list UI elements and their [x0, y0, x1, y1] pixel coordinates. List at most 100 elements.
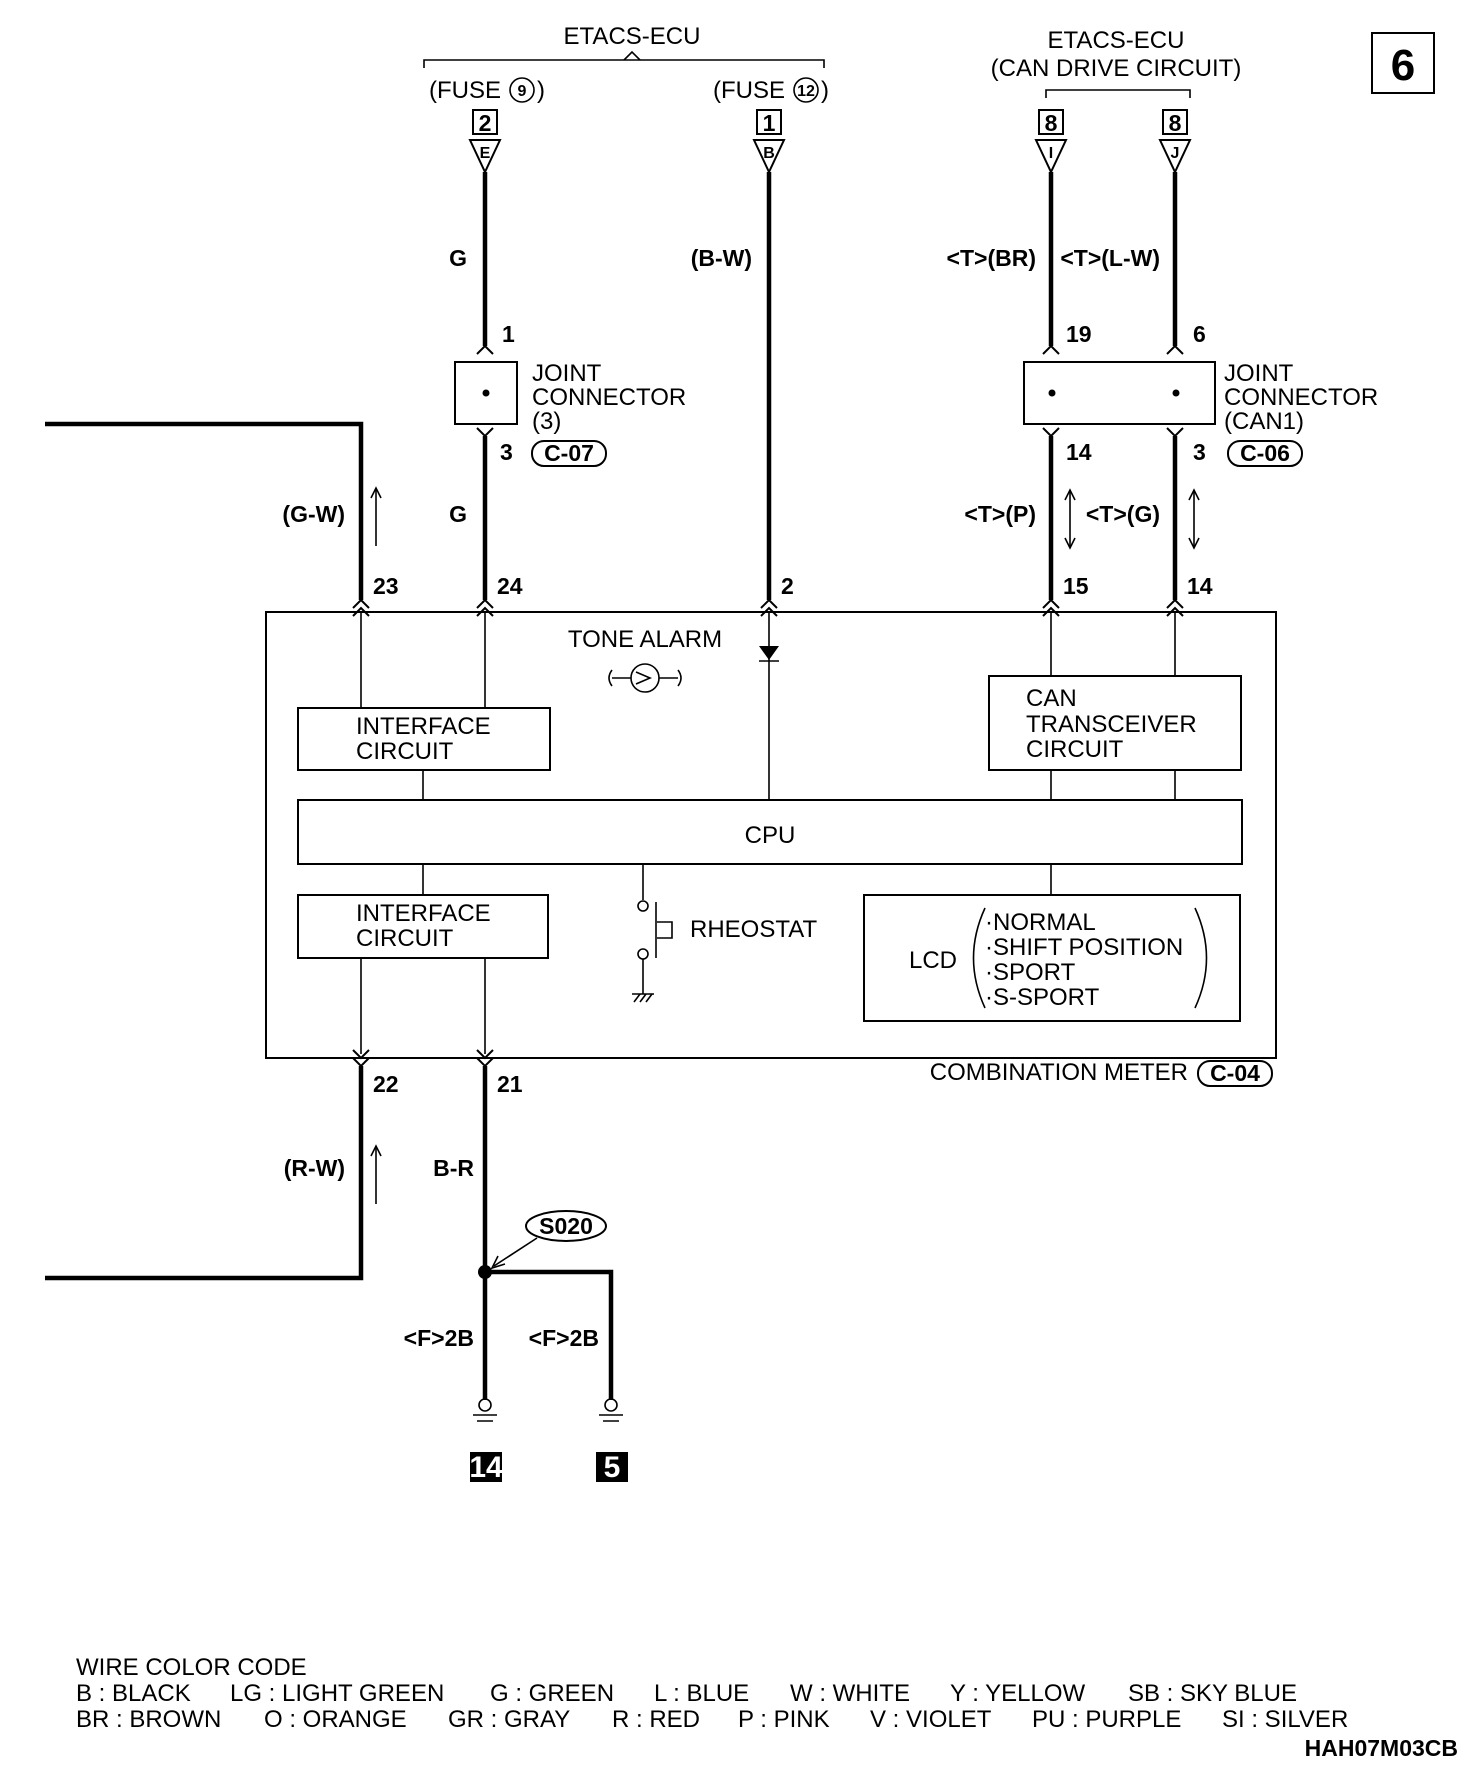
joint-connector-can1: JOINT CONNECTOR (CAN1) C-06 [1023, 360, 1378, 467]
svg-text:SI : SILVER: SI : SILVER [1222, 1706, 1348, 1733]
figure-code: HAH07M03CB [1305, 1735, 1458, 1761]
svg-text:8: 8 [1045, 110, 1058, 136]
etacs-can-sublabel: (CAN DRIVE CIRCUIT) [991, 55, 1242, 82]
svg-text:22: 22 [373, 1071, 399, 1097]
svg-text:14: 14 [1066, 439, 1092, 465]
wires [45, 172, 1178, 1400]
connector-etacs-8J: 8 J [1158, 109, 1192, 175]
svg-text:CONNECTOR: CONNECTOR [532, 384, 686, 411]
svg-text:8: 8 [1169, 110, 1182, 136]
svg-text:·S-SPORT: ·S-SPORT [985, 984, 1100, 1011]
etacs-can-label: ETACS-ECU [1048, 27, 1185, 54]
svg-text:TRANSCEIVER: TRANSCEIVER [1026, 711, 1197, 738]
svg-text:2: 2 [479, 110, 492, 136]
svg-text:(R-W): (R-W) [284, 1155, 345, 1181]
svg-text:<F>2B: <F>2B [529, 1325, 599, 1351]
pin-numbers: 1 3 19 6 14 3 23 24 2 15 14 22 21 [373, 321, 1213, 1097]
svg-text:<T>(G): <T>(G) [1086, 501, 1160, 527]
svg-text:P : PINK: P : PINK [738, 1706, 830, 1733]
svg-text:5: 5 [604, 1451, 621, 1484]
svg-text:LG : LIGHT GREEN: LG : LIGHT GREEN [230, 1680, 444, 1707]
svg-text:S020: S020 [539, 1213, 593, 1239]
svg-text:9: 9 [518, 83, 527, 100]
svg-text:(G-W): (G-W) [282, 501, 345, 527]
svg-text:B: B [763, 145, 775, 162]
svg-text:<T>(P): <T>(P) [964, 501, 1036, 527]
svg-text:): ) [821, 77, 829, 104]
svg-text:·NORMAL: ·NORMAL [985, 909, 1096, 936]
legend-title: WIRE COLOR CODE [76, 1654, 307, 1681]
tone-alarm-label: TONE ALARM [568, 626, 722, 653]
wire-color-legend: WIRE COLOR CODE B : BLACK LG : LIGHT GRE… [76, 1654, 1348, 1733]
connector-etacs-8I: 8 I [1034, 109, 1068, 175]
svg-text:): ) [537, 77, 545, 104]
svg-text:1: 1 [763, 110, 776, 136]
page-number-box: 6 [1371, 32, 1435, 94]
svg-text:G: G [449, 245, 467, 271]
svg-text:·SPORT: ·SPORT [985, 959, 1076, 986]
combination-meter: TONE ALARM INTERFACE CIRCUIT CAN TRANSCE… [265, 611, 1277, 1087]
svg-text:INTERFACE: INTERFACE [356, 713, 491, 740]
cpu-block [297, 799, 1243, 865]
svg-text:<F>2B: <F>2B [404, 1325, 474, 1351]
svg-text:J: J [1171, 145, 1180, 162]
splice-dot [478, 1265, 492, 1279]
svg-text:CIRCUIT: CIRCUIT [356, 925, 454, 952]
svg-text:E: E [480, 145, 491, 162]
svg-text:V : VIOLET: V : VIOLET [870, 1706, 992, 1733]
svg-text:JOINT: JOINT [1224, 360, 1294, 387]
joint-connector-3: JOINT CONNECTOR (3) C-07 [454, 360, 686, 467]
etacs-can-header: ETACS-ECU (CAN DRIVE CIRCUIT) [991, 27, 1242, 98]
wire-labels: G (B-W) <T>(BR) <T>(L-W) (G-W) G <T>(P) … [282, 245, 1160, 1351]
svg-text:15: 15 [1063, 573, 1089, 599]
joint-connector-3-code: C-07 [544, 440, 594, 466]
svg-text:GR : GRAY: GR : GRAY [448, 1706, 570, 1733]
svg-text:CAN: CAN [1026, 685, 1077, 712]
joint-connector-can1-code: C-06 [1240, 440, 1290, 466]
svg-text:·SHIFT POSITION: ·SHIFT POSITION [985, 934, 1183, 961]
tone-alarm-icon [608, 663, 682, 693]
svg-text:Y : YELLOW: Y : YELLOW [950, 1680, 1086, 1707]
svg-text:CIRCUIT: CIRCUIT [356, 738, 454, 765]
splice-s020: S020 [490, 1210, 607, 1270]
rheostat-switch-icon [632, 900, 673, 1003]
svg-text:14: 14 [1187, 573, 1213, 599]
svg-text:I: I [1049, 145, 1053, 162]
svg-text:<T>(L-W): <T>(L-W) [1060, 245, 1160, 271]
fuse-9-label: (FUSE 9 ) [429, 77, 545, 104]
svg-text:B-R: B-R [433, 1155, 474, 1181]
svg-text:(3): (3) [532, 408, 561, 435]
svg-text:JOINT: JOINT [532, 360, 602, 387]
svg-text:(B-W): (B-W) [691, 245, 752, 271]
svg-text:(FUSE: (FUSE [429, 77, 501, 104]
svg-text:CIRCUIT: CIRCUIT [1026, 736, 1124, 763]
ground-14: 14 [469, 1398, 503, 1484]
cpu-label: CPU [745, 822, 796, 849]
can-transceiver-circuit [988, 675, 1242, 771]
svg-text:21: 21 [497, 1071, 523, 1097]
svg-text:19: 19 [1066, 321, 1092, 347]
svg-text:3: 3 [500, 439, 513, 465]
diode-icon [759, 646, 779, 662]
signal-arrows [370, 486, 1200, 1204]
svg-text:BR : BROWN: BR : BROWN [76, 1706, 221, 1733]
svg-text:W : WHITE: W : WHITE [790, 1680, 910, 1707]
svg-text:G : GREEN: G : GREEN [490, 1680, 614, 1707]
svg-text:R : RED: R : RED [612, 1706, 700, 1733]
svg-text:3: 3 [1193, 439, 1206, 465]
svg-text:G: G [449, 501, 467, 527]
svg-text:(CAN1): (CAN1) [1224, 408, 1304, 435]
svg-text:O : ORANGE: O : ORANGE [264, 1706, 407, 1733]
svg-text:<T>(BR): <T>(BR) [947, 245, 1036, 271]
svg-text:23: 23 [373, 573, 399, 599]
combination-meter-label: COMBINATION METER [930, 1059, 1188, 1086]
combination-meter-code: C-04 [1210, 1060, 1260, 1086]
svg-text:14: 14 [469, 1451, 503, 1484]
svg-text:SB : SKY BLUE: SB : SKY BLUE [1128, 1680, 1297, 1707]
svg-text:12: 12 [797, 83, 815, 100]
svg-text:B : BLACK: B : BLACK [76, 1680, 191, 1707]
ground-5: 5 [596, 1398, 628, 1484]
internal-wires [360, 612, 1176, 1054]
svg-text:CONNECTOR: CONNECTOR [1224, 384, 1378, 411]
